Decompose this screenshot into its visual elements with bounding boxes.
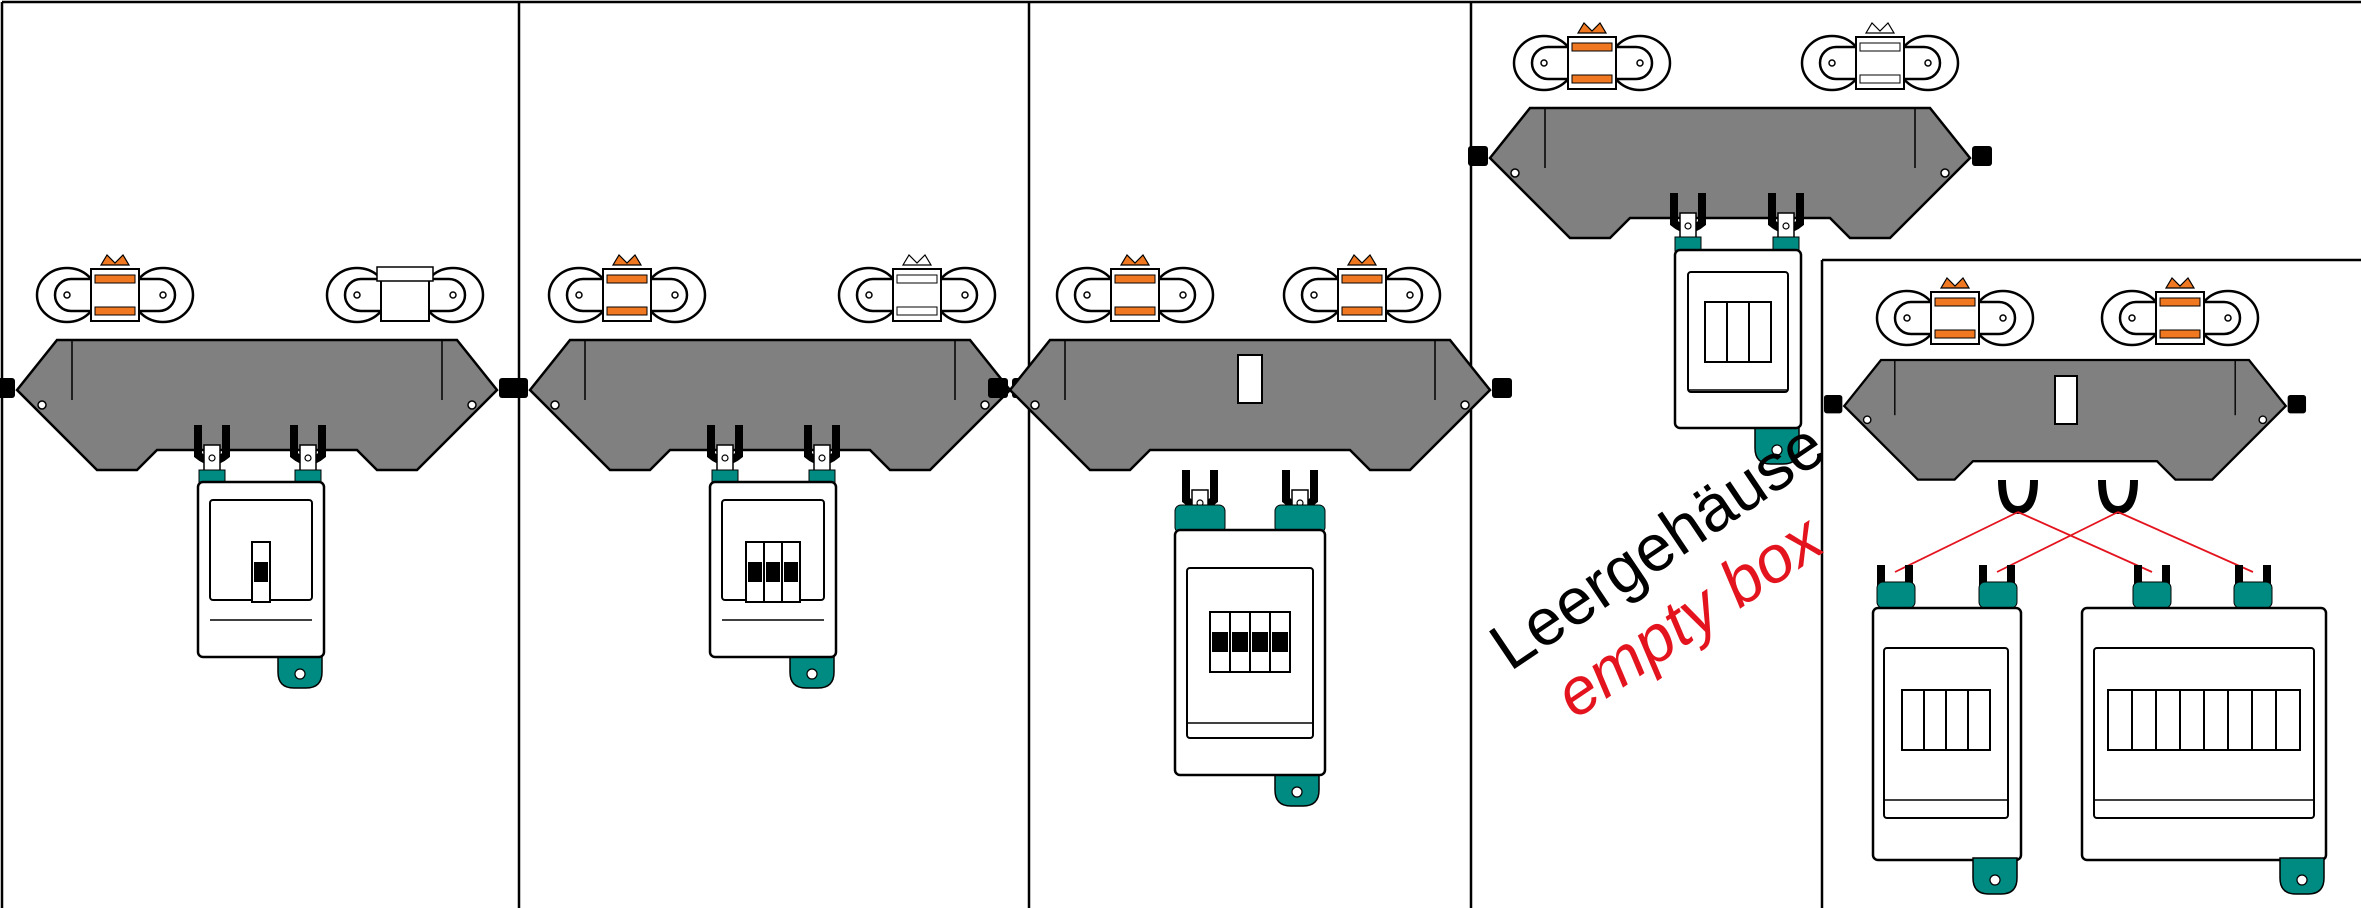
trolley-right [2100, 277, 2260, 347]
breaker-module [2179, 689, 2205, 751]
breaker-module [2251, 689, 2277, 751]
breaker-toggle [1232, 632, 1248, 652]
breaker-toggle [254, 562, 268, 582]
trolley-right [837, 254, 997, 324]
breaker-module [1726, 301, 1750, 363]
hook-bottom-left [1998, 479, 2038, 515]
trolley-right [325, 266, 485, 324]
panel-2 [506, 254, 1034, 689]
breaker-module [2203, 689, 2229, 751]
breaker-module [1923, 689, 1947, 751]
breaker-module [2155, 689, 2181, 751]
breaker-module [1901, 689, 1925, 751]
trolley-left [1512, 22, 1672, 92]
small-box [1871, 565, 2023, 895]
trolley-right [1800, 22, 1960, 92]
breaker-module [1704, 301, 1728, 363]
breaker-module [2131, 689, 2157, 751]
large-box [2080, 565, 2328, 895]
trolley-left [1055, 254, 1215, 324]
connection-lines [1894, 511, 2254, 573]
panel-3 [986, 254, 1514, 807]
distribution-box [196, 480, 326, 659]
distribution-box [1173, 528, 1327, 777]
empty-box [1673, 248, 1803, 430]
breaker-toggle [1212, 632, 1228, 652]
breaker-modules [251, 541, 271, 603]
trolley-left [1875, 277, 2035, 347]
breaker-module [1748, 301, 1772, 363]
breaker-module [1945, 689, 1969, 751]
hook-bottom-right [2098, 479, 2138, 515]
trolley-left [35, 254, 195, 324]
panel-1 [0, 254, 521, 689]
breaker-module [2107, 689, 2133, 751]
viewing-slot [2054, 375, 2078, 425]
breaker-toggle [1272, 632, 1288, 652]
breaker-toggle [766, 562, 780, 582]
breaker-modules [1704, 301, 1772, 363]
breaker-module [2227, 689, 2253, 751]
breaker-module [1967, 689, 1991, 751]
trolley-right [1282, 254, 1442, 324]
breaker-toggle [784, 562, 798, 582]
breaker-toggle [1252, 632, 1268, 652]
breaker-module [2275, 689, 2301, 751]
breaker-modules [745, 541, 801, 603]
viewing-slot [1237, 354, 1263, 404]
carrier-housing [0, 338, 521, 472]
carrier-housing [1466, 106, 1994, 240]
distribution-box [708, 480, 838, 659]
breaker-toggle [748, 562, 762, 582]
panel-5 [1822, 277, 2328, 895]
carrier-housing [506, 338, 1034, 472]
breaker-modules [1209, 611, 1291, 673]
trolley-left [547, 254, 707, 324]
